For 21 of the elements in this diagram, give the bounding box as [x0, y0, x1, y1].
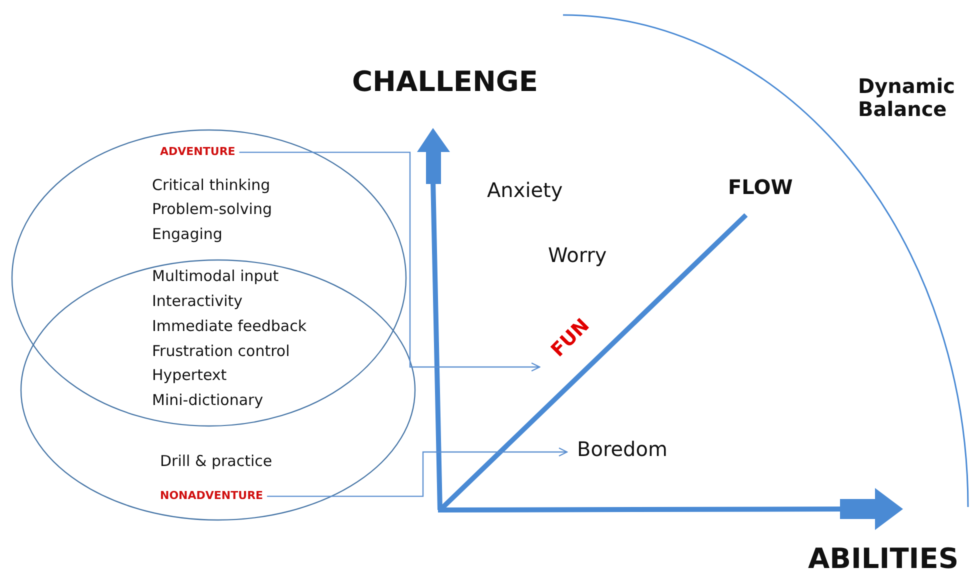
text-label: Immediate feedback	[152, 318, 307, 336]
text-label: Hypertext	[152, 367, 227, 384]
node-label: Boredom	[577, 438, 668, 461]
text-label: Problem-solving	[152, 201, 272, 218]
text-label: Multimodal input	[152, 268, 279, 286]
axis-label: CHALLENGE	[352, 66, 538, 98]
text-label: Interactivity	[152, 293, 242, 310]
node-label: ADVENTURE	[160, 146, 236, 159]
text-label: Frustration control	[152, 343, 290, 360]
connector-arrow	[239, 152, 540, 372]
text-label: Dynamic Balance	[858, 75, 956, 121]
text-label: FLOW	[728, 176, 793, 199]
text-label: Critical thinking	[152, 177, 270, 194]
text-label: Mini-dictionary	[152, 392, 264, 410]
axis-label: ABILITIES	[808, 543, 958, 576]
text-label: Engaging	[152, 226, 222, 244]
node-label: NONADVENTURE	[160, 490, 264, 503]
text-label: Worry	[548, 244, 607, 267]
connector-arrow	[267, 447, 568, 497]
text-label: Drill & practice	[160, 453, 272, 470]
text-label: Anxiety	[487, 179, 563, 202]
